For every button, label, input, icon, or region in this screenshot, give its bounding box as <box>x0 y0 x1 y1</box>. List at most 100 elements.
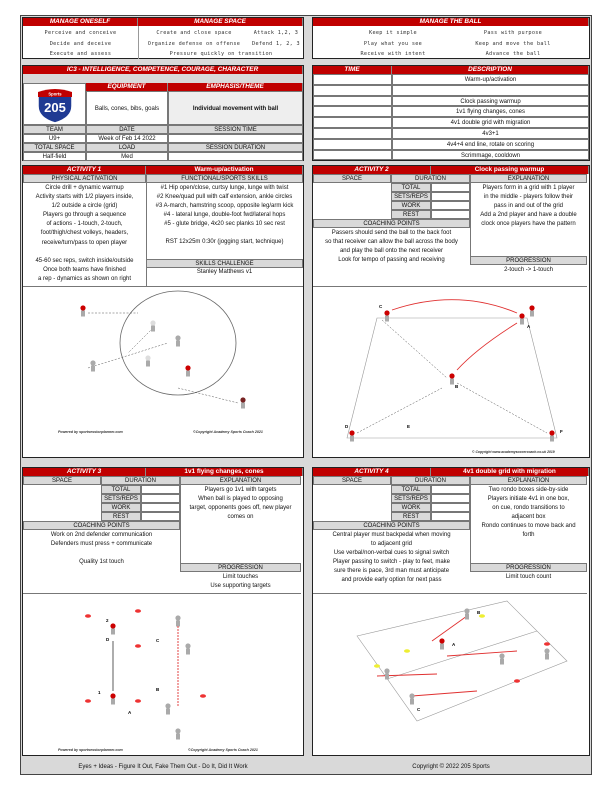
player-body <box>410 698 414 705</box>
total-label: TOTAL <box>391 183 431 192</box>
cone-icon <box>514 679 520 683</box>
text-line: Once both teams have finished <box>43 266 126 273</box>
player-icon <box>384 668 390 674</box>
activity-label: ACTIVITY 2 <box>313 166 431 174</box>
team-label: TEAM <box>23 125 86 134</box>
text-line: to adjacent grid <box>370 541 413 548</box>
sets-label: SETS/REPS <box>391 192 431 201</box>
player-body <box>385 673 389 680</box>
space-label: SPACE <box>23 476 101 485</box>
player-icon <box>80 305 86 311</box>
sets-input[interactable] <box>141 494 180 503</box>
explanation-label: EXPLANATION <box>470 174 587 183</box>
text-line: target, opponents goes off, new player <box>189 505 292 512</box>
divider <box>470 485 471 563</box>
activity-title: 4v1 double grid with migration <box>431 468 589 476</box>
work-input[interactable] <box>431 201 470 210</box>
cone-icon <box>404 649 410 653</box>
work-label: WORK <box>101 503 141 512</box>
player-icon <box>90 360 96 366</box>
divider <box>470 183 471 256</box>
player-icon <box>185 365 191 371</box>
equipment-header: EQUIPMENT <box>86 83 168 91</box>
player-icon <box>175 615 181 621</box>
schedule-description: 4v3+1 <box>392 128 589 139</box>
text-line: 45-60 sec reps, switch inside/outside <box>35 257 134 264</box>
progression-text: Limit touch count <box>470 573 587 582</box>
player-body <box>241 402 245 409</box>
text-line: Circle drill + dynamic warmup <box>45 185 124 191</box>
text-line: Limit touches <box>222 574 259 580</box>
manage-oneself-list: Perceive and conceive Decide and deceive… <box>23 28 138 60</box>
player-icon <box>349 430 355 436</box>
player-body <box>186 648 190 655</box>
text-line: Central player must backpedal when movin… <box>332 532 451 538</box>
cone-icon <box>200 694 206 698</box>
manage-space-side: Attack 1,2, 3 Defend 1, 2, 3 <box>249 28 303 49</box>
player-body <box>545 653 549 660</box>
explanation-label: EXPLANATION <box>180 476 301 485</box>
date-value: Week of Feb 14 2022 <box>86 134 168 143</box>
rest-input[interactable] <box>431 210 470 219</box>
diagram-marker: C <box>417 707 421 712</box>
total-label: TOTAL <box>391 485 431 494</box>
activity-title: Clock passing warmup <box>431 166 589 174</box>
activity-label: ACTIVITY 1 <box>23 166 146 174</box>
text-line: Add a 2nd player and have a double <box>480 212 577 219</box>
text-line <box>146 229 303 238</box>
player-icon <box>150 320 156 326</box>
sets-input[interactable] <box>431 192 470 201</box>
cone-icon <box>85 699 91 703</box>
divider <box>313 593 587 594</box>
schedule-description: Scrimmage, cooldown <box>392 149 589 161</box>
player-body <box>111 628 115 635</box>
activity-title: Warm-up/activation <box>146 166 303 174</box>
text-line: Activity starts with 1/2 players inside, <box>35 194 134 201</box>
theme-header: EMPHASIS/THEME <box>168 83 303 91</box>
total-input[interactable] <box>141 485 180 494</box>
text-line: Player passing to switch - play to feet,… <box>332 559 451 566</box>
work-input[interactable] <box>431 503 470 512</box>
coaching-points-label: COACHING POINTS <box>313 521 470 530</box>
total-input[interactable] <box>431 183 470 192</box>
activity-label: ACTIVITY 4 <box>313 468 431 476</box>
item: Keep it simple <box>369 30 417 36</box>
session-info: IC3 - INTELLIGENCE, COMPETENCE, COURAGE,… <box>22 65 304 161</box>
rest-label: REST <box>101 512 141 521</box>
activity-1-diagram: Powered by sportsessionplanner.com ©Copy… <box>58 290 263 434</box>
svg-text:205: 205 <box>44 100 66 115</box>
diagram-marker: B <box>477 610 481 615</box>
diagram-credit: Powered by sportsessionplanner.com <box>58 748 124 752</box>
diagram-copyright: ©Copyright Academy Sports Coach 2021 <box>188 748 258 752</box>
schedule-description: Warm-up/activation <box>392 74 589 85</box>
logo-cell: Sports 205 <box>23 83 86 125</box>
progression-text: 2-touch -> 1-touch <box>470 266 587 275</box>
rest-input[interactable] <box>141 512 180 521</box>
work-input[interactable] <box>141 503 180 512</box>
diagram-marker: A <box>452 642 456 647</box>
progression-label: PROGRESSION <box>470 563 587 572</box>
functional-skills-label: FUNCTIONAL/SPORTS SKILLS <box>146 174 303 183</box>
text-line <box>23 248 146 257</box>
manage-ball-left: Keep it simple Play what you see Receive… <box>333 28 453 60</box>
pass-arrow <box>391 299 518 314</box>
total-input[interactable] <box>431 485 470 494</box>
rest-input[interactable] <box>431 512 470 521</box>
text-line: a rep - dynamics as shown on right <box>37 275 132 282</box>
logo-205-shield: Sports 205 <box>37 88 73 124</box>
sets-input[interactable] <box>431 494 470 503</box>
item: Defend 1, 2, 3 <box>252 40 300 47</box>
load-value: Med <box>86 152 168 161</box>
diagram-marker: A <box>527 324 531 329</box>
player-body <box>146 360 150 367</box>
text-line: receive/turn/pass to open player <box>41 239 128 246</box>
text-line: Work on 2nd defender communication <box>50 532 153 538</box>
player-icon <box>110 623 116 629</box>
player-body <box>465 613 469 620</box>
progression-label: PROGRESSION <box>470 256 587 265</box>
text-line: 2-touch -> 1-touch <box>504 267 553 273</box>
item: Pass with purpose <box>483 30 543 36</box>
physical-activation-label: PHYSICAL ACTIVATION <box>23 174 146 183</box>
